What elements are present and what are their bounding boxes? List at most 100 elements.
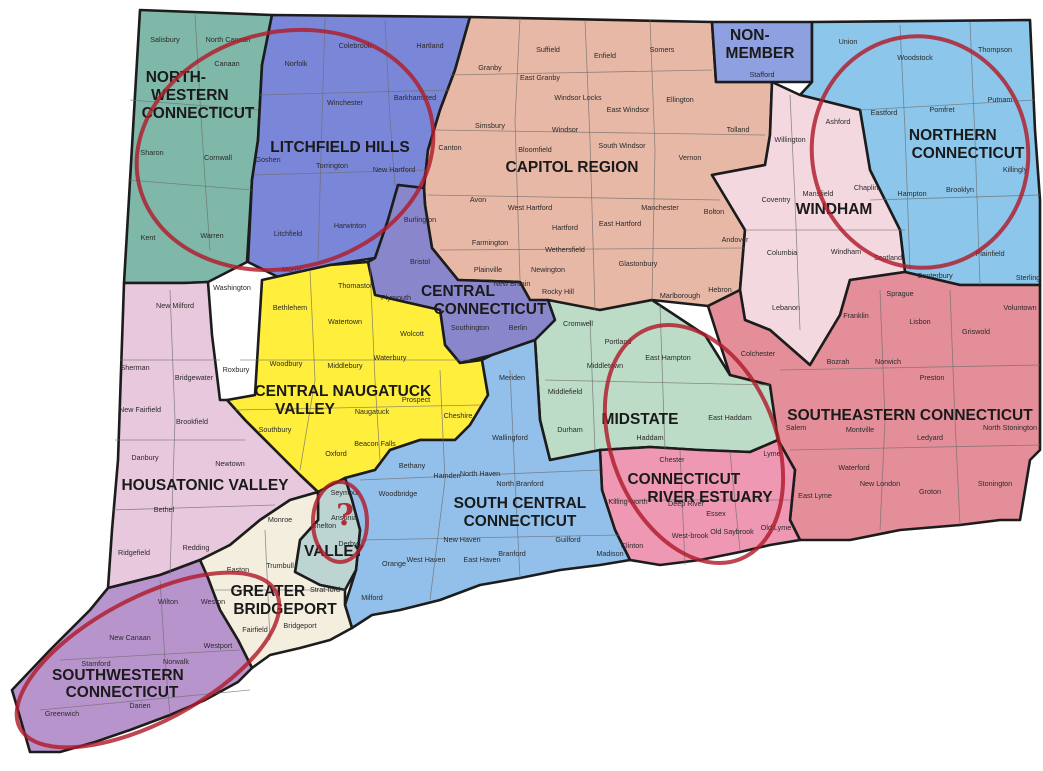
circle-midstate-estuary	[602, 322, 786, 566]
town-label: Willington	[774, 135, 805, 144]
town-label: Sterling	[1016, 273, 1040, 282]
town-label: Fairfield	[242, 625, 268, 634]
town-label: Hebron	[708, 285, 732, 294]
region-labels: NORTH- WESTERN CONNECTICUT LITCHFIELD HI…	[52, 27, 1033, 701]
town-label: Manchester	[641, 203, 679, 212]
town-label: Bozrah	[827, 357, 850, 366]
town-label: Franklin	[843, 311, 869, 320]
town-label: Stonington	[978, 479, 1012, 488]
region-label-southwestern: SOUTHWESTERN CONNECTICUT	[52, 667, 188, 701]
region-label-midstate: MIDSTATE	[602, 411, 679, 428]
town-label: Southbury	[259, 425, 292, 434]
region-label-naugatuck: CENTRAL NAUGATUCK VALLEY	[254, 383, 435, 418]
town-label: Scotland	[874, 253, 902, 262]
town-label: Winchester	[327, 98, 364, 107]
town-label: Plainville	[474, 265, 502, 274]
town-label: Ellington	[666, 95, 694, 104]
town-label: Eastford	[871, 108, 898, 117]
town-label: Danbury	[131, 453, 159, 462]
town-label: Andover	[722, 235, 749, 244]
town-label: South Windsor	[598, 141, 646, 150]
town-label: Trumbull	[266, 561, 294, 570]
town-label: Stamford	[81, 659, 110, 668]
town-label: Montville	[846, 425, 874, 434]
town-label: Roxbury	[223, 365, 250, 374]
town-label: Colchester	[741, 349, 776, 358]
region-south-central[interactable]	[343, 338, 632, 630]
town-label: Stafford	[749, 70, 774, 79]
town-label: Preston	[920, 373, 945, 382]
town-label: Meriden	[499, 373, 525, 382]
region-label-housatonic: HOUSATONIC VALLEY	[121, 477, 289, 494]
town-label: Clinton	[621, 541, 643, 550]
town-label: Putnam	[988, 95, 1013, 104]
town-label: Somers	[650, 45, 675, 54]
town-label: Brookfield	[176, 417, 208, 426]
region-label-litchfield: LITCHFIELD HILLS	[270, 139, 410, 156]
town-label: Lisbon	[909, 317, 930, 326]
town-label: Weston	[201, 597, 225, 606]
town-label: Seymour	[331, 488, 360, 497]
town-label: Norwalk	[163, 657, 189, 666]
town-label: Waterford	[838, 463, 869, 472]
town-label: Wallingford	[492, 433, 528, 442]
town-label: Shelton	[312, 521, 336, 530]
town-label: Wethersfield	[545, 245, 585, 254]
town-label: Tolland	[727, 125, 750, 134]
town-label: Old Lyme	[761, 523, 792, 532]
town-label: Bethany	[399, 461, 426, 470]
town-label: Rocky Hill	[542, 287, 574, 296]
town-label: Monroe	[268, 515, 292, 524]
town-label: Lebanon	[772, 303, 800, 312]
town-label: North Canaan	[206, 35, 251, 44]
region-label-nonmember: NON- MEMBER	[726, 27, 795, 62]
town-label: Union	[839, 37, 858, 46]
town-label: Glastonbury	[619, 259, 658, 268]
town-label: Bolton	[704, 207, 724, 216]
town-label: Plainfield	[975, 249, 1004, 258]
town-label: New Fairfield	[119, 405, 161, 414]
town-label: Bethel	[154, 505, 175, 514]
town-label: Plymouth	[381, 293, 411, 302]
town-label: Warren	[200, 231, 223, 240]
town-label: Canterbury	[917, 271, 953, 280]
town-label: Windsor Locks	[554, 93, 602, 102]
town-label: Suffield	[536, 45, 560, 54]
town-label: Groton	[919, 487, 941, 496]
town-label: Chester	[659, 455, 685, 464]
town-label: New London	[860, 479, 900, 488]
town-label: Chaplin	[854, 183, 878, 192]
town-label: Norwich	[875, 357, 901, 366]
town-label: Killingly	[1003, 165, 1028, 174]
town-label: Wolcott	[400, 329, 424, 338]
town-label: Cromwell	[563, 319, 593, 328]
town-label: Bridgeport	[283, 621, 316, 630]
region-label-estuary: CONNECTICUT RIVER ESTUARY	[627, 471, 773, 506]
town-label: Windham	[831, 247, 861, 256]
town-label: New Milford	[156, 301, 194, 310]
town-label: Granby	[478, 63, 502, 72]
town-label: Sharon	[140, 148, 163, 157]
town-label: Watertown	[328, 317, 362, 326]
town-label: Thomaston	[338, 281, 374, 290]
town-label: Litchfield	[274, 229, 302, 238]
town-label: Middletown	[587, 361, 623, 370]
town-label: West Haven	[406, 555, 445, 564]
town-label: East Lyme	[798, 491, 832, 500]
town-label: Lyme	[763, 449, 780, 458]
town-label: Ridgefield	[118, 548, 150, 557]
town-label: Pomfret	[929, 105, 954, 114]
region-label-central: CENTRAL CONNECTICUT	[421, 283, 547, 318]
town-label: Newington	[531, 265, 565, 274]
town-label: Westport	[204, 641, 233, 650]
town-label: Norfolk	[285, 59, 308, 68]
circle-windham-northern	[809, 34, 1031, 270]
town-label: Sprague	[886, 289, 913, 298]
town-label: East Hartford	[599, 219, 641, 228]
town-label: East Granby	[520, 73, 560, 82]
town-label: Cornwall	[204, 153, 232, 162]
circle-southwestern	[14, 570, 282, 750]
town-label: Barkhamsted	[394, 93, 436, 102]
town-label: Marlborough	[660, 291, 700, 300]
